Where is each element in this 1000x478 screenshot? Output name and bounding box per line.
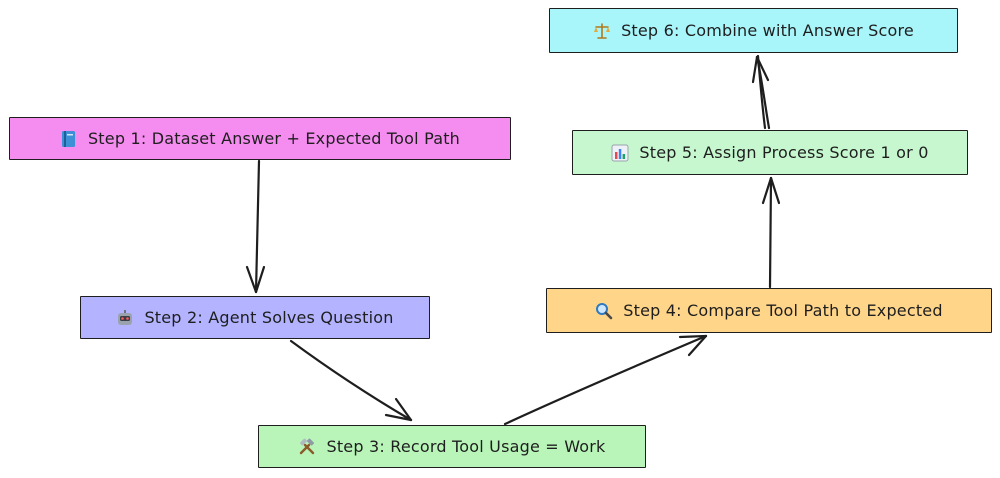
arrow-step1-to-step2 (245, 159, 266, 294)
step-6-box: Step 6: Combine with Answer Score (549, 8, 958, 53)
robot-icon (116, 309, 134, 327)
step-3-label: Step 3: Record Tool Usage = Work (326, 437, 606, 456)
step-4-label: Step 4: Compare Tool Path to Expected (623, 301, 943, 320)
step-2-label: Step 2: Agent Solves Question (144, 308, 394, 327)
step-1-label: Step 1: Dataset Answer + Expected Tool P… (87, 129, 461, 148)
step-4-box: Step 4: Compare Tool Path to Expected (546, 288, 992, 333)
arrow-step4-to-step5 (761, 176, 781, 289)
step-5-box: Step 5: Assign Process Score 1 or 0 (572, 130, 968, 175)
arrow-step3-to-step4 (503, 334, 708, 426)
bar-chart-icon (611, 144, 629, 162)
scales-icon (593, 22, 611, 40)
step-2-box: Step 2: Agent Solves Question (80, 296, 430, 339)
step-3-box: Step 3: Record Tool Usage = Work (258, 425, 646, 468)
step-1-box: Step 1: Dataset Answer + Expected Tool P… (9, 117, 511, 160)
magnifier-icon (595, 302, 613, 320)
step-5-label: Step 5: Assign Process Score 1 or 0 (639, 143, 929, 162)
tools-icon (298, 438, 316, 456)
step-6-label: Step 6: Combine with Answer Score (621, 21, 914, 40)
book-icon (60, 130, 78, 148)
arrow-step2-to-step3 (289, 339, 413, 422)
arrow-step5-to-step6 (751, 54, 771, 130)
